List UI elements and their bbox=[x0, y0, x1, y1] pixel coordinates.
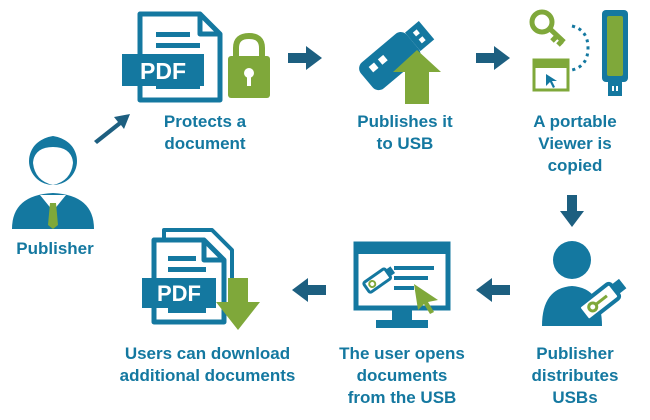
arrow-down bbox=[560, 195, 584, 227]
pdf-download-icon: PDF bbox=[142, 228, 260, 330]
arrow-diagonal-up bbox=[94, 114, 130, 144]
pdf-lock-icon: PDF bbox=[122, 11, 270, 103]
arrow-left-1 bbox=[476, 278, 510, 302]
pdf-badge-text: PDF bbox=[140, 58, 186, 84]
node-label-publishes: Publishes it to USB bbox=[357, 112, 453, 153]
pdf-badge-text-2: PDF bbox=[157, 281, 201, 306]
usb-upload-icon bbox=[359, 21, 441, 104]
arrow-left-2 bbox=[292, 278, 326, 302]
monitor-icon bbox=[353, 241, 451, 328]
arrow-right-2 bbox=[476, 46, 510, 70]
node-label-publisher: Publisher bbox=[16, 239, 94, 258]
node-label-distributes: Publisher distributes USBs bbox=[531, 344, 619, 407]
node-label-viewer: A portable Viewer is copied bbox=[533, 112, 617, 175]
viewer-copy-icon bbox=[529, 9, 628, 96]
node-label-protects: Protects a document bbox=[163, 112, 247, 153]
arrow-right-1 bbox=[288, 46, 322, 70]
node-label-download: Users can download additional documents bbox=[119, 344, 296, 385]
node-label-opens: The user opens documents from the USB bbox=[339, 344, 465, 407]
distributor-icon bbox=[542, 241, 627, 326]
publisher-icon bbox=[12, 136, 94, 229]
